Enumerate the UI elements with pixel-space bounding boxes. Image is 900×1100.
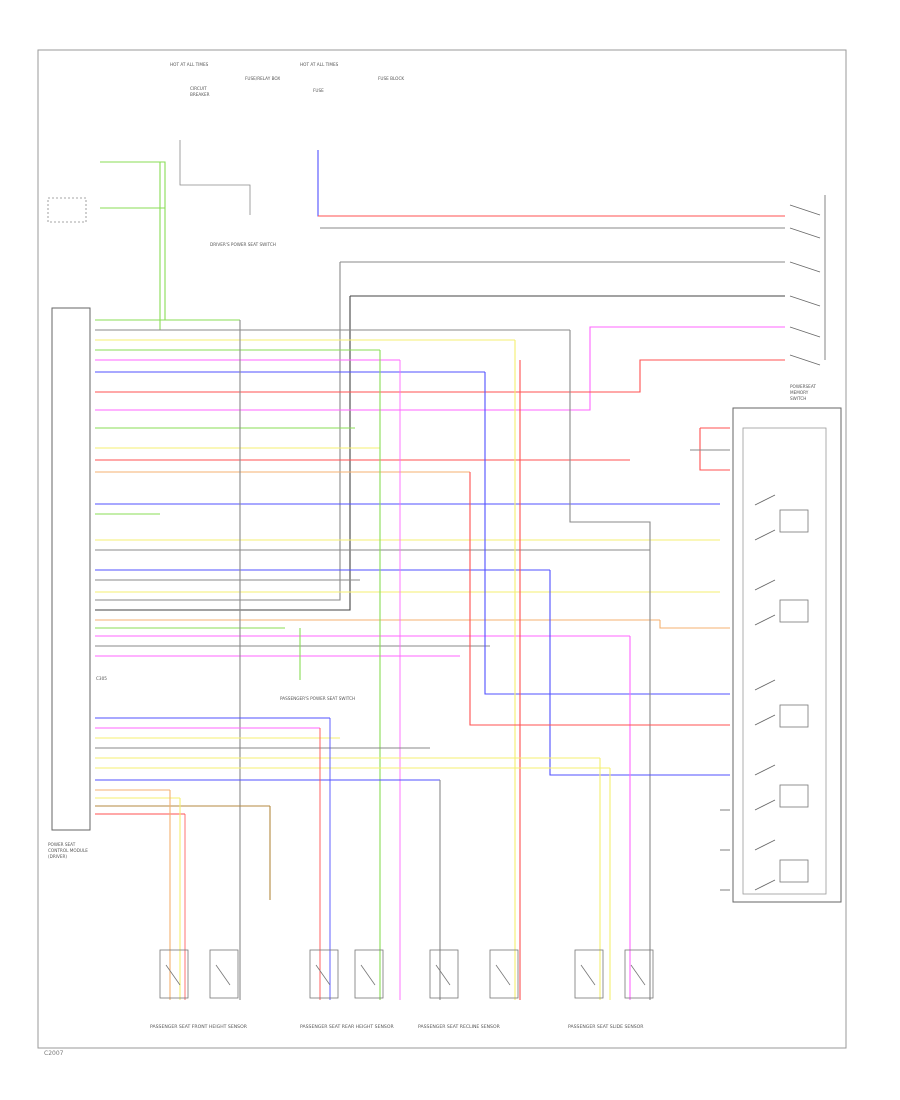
memory-contact-1 xyxy=(754,529,776,541)
memory-contact-3 xyxy=(754,614,776,626)
wire-green-b xyxy=(95,161,166,321)
passenger-switch-label: PASSENGER'S POWER SEAT SWITCH xyxy=(280,696,355,701)
wire-green-a xyxy=(95,162,161,331)
sensor-wiper-3 xyxy=(360,964,376,986)
sensor-wiper-5 xyxy=(495,964,511,986)
seat-belt-switch xyxy=(47,197,87,223)
caption-rear-height: PASSENGER SEAT REAR HEIGHT SENSOR xyxy=(300,1024,394,1030)
memory-motor-1 xyxy=(779,599,809,623)
caption-recline: PASSENGER SEAT RECLINE SENSOR xyxy=(418,1024,501,1030)
driver-switch-label: DRIVER'S POWER SEAT SWITCH xyxy=(210,242,276,247)
memory-switch-inner xyxy=(742,427,827,895)
wire-dark-down xyxy=(95,296,351,611)
sensor-6 xyxy=(574,949,604,999)
memory-contact-7 xyxy=(754,799,776,811)
fuse-label: FUSE xyxy=(313,88,324,93)
sensor-2 xyxy=(309,949,339,999)
sensor-7 xyxy=(624,949,654,999)
sensor-wiper-6 xyxy=(580,964,596,986)
memory-motor-4 xyxy=(779,859,809,883)
wire-v-gray-2 xyxy=(569,330,651,1000)
fuse-relay-box-label: FUSE/RELAY BOX xyxy=(245,76,280,81)
sensor-wiper-4 xyxy=(435,964,451,986)
memory-title-3: SWITCH xyxy=(790,396,806,401)
wire-mem-2 xyxy=(699,428,730,471)
wire-gray-loop xyxy=(95,262,341,601)
wire-harness xyxy=(95,140,785,1000)
hot-label-right: HOT AT ALL TIMES xyxy=(300,62,339,67)
diagram-border xyxy=(37,49,847,1049)
memory-contact-4 xyxy=(754,679,776,691)
memory-contact-2 xyxy=(754,579,776,591)
module-title-3: (DRIVER) xyxy=(48,854,67,859)
memory-contact-9 xyxy=(754,879,776,891)
sensor-3 xyxy=(354,949,384,999)
sensors-row xyxy=(159,949,654,999)
sensor-4 xyxy=(429,949,459,999)
memory-contact-0 xyxy=(754,494,776,506)
wire-v-red-2 xyxy=(469,472,730,726)
wire-v-blue-2 xyxy=(549,570,730,776)
circuit-label: CIRCUIT xyxy=(190,86,207,91)
caption-slide: PASSENGER SEAT SLIDE SENSOR xyxy=(568,1024,644,1030)
top-switch-stack xyxy=(789,195,826,366)
memory-contact-5 xyxy=(754,714,776,726)
wire-v-orange xyxy=(659,620,730,629)
memory-contact-6 xyxy=(754,764,776,776)
left-control-module xyxy=(51,307,91,831)
memory-contact-8 xyxy=(754,839,776,851)
memory-switch-contacts xyxy=(754,494,809,891)
memory-motor-2 xyxy=(779,704,809,728)
memory-motor-0 xyxy=(779,509,809,533)
sensor-0 xyxy=(159,949,189,999)
diagram-code: C2007 xyxy=(44,1050,64,1057)
sensor-wiper-1 xyxy=(215,964,231,986)
wire-red-top xyxy=(95,359,785,393)
wire-v-blue xyxy=(484,372,730,695)
breaker-label: BREAKER xyxy=(190,92,210,97)
wire-top-blue xyxy=(317,150,785,217)
hot-label-left: HOT AT ALL TIMES xyxy=(170,62,209,67)
memory-title-2: MEMORY xyxy=(790,390,809,395)
memory-switch-box xyxy=(732,407,842,903)
memory-title-1: POWERSEAT xyxy=(790,384,816,389)
sensor-wiper-2 xyxy=(315,964,331,986)
sensor-wiper-0 xyxy=(165,964,181,986)
sensor-wiper-7 xyxy=(630,964,646,986)
sensor-1 xyxy=(209,949,239,999)
module-title-1: POWER SEAT xyxy=(48,842,76,847)
caption-front-height: PASSENGER SEAT FRONT HEIGHT SENSOR xyxy=(150,1024,248,1030)
module-title-2: CONTROL MODULE xyxy=(48,848,88,853)
fuse-block-label: FUSE BLOCK xyxy=(378,76,404,81)
module-connector: C305 xyxy=(96,676,107,681)
wire-gray-sw xyxy=(179,140,251,215)
memory-motor-3 xyxy=(779,784,809,808)
sensor-5 xyxy=(489,949,519,999)
